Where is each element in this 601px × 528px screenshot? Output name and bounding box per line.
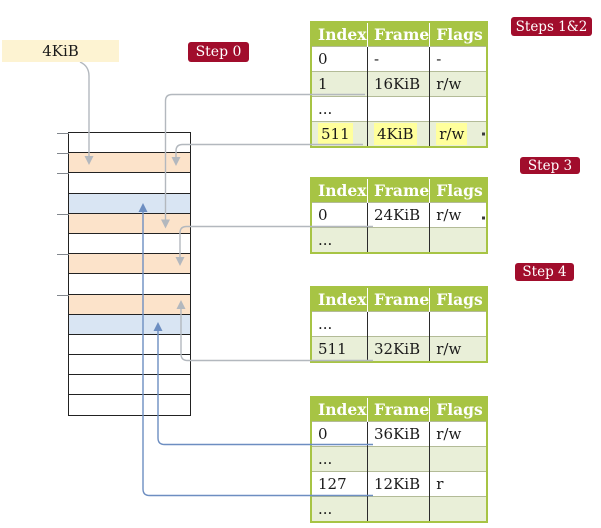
table-cell: ...: [311, 311, 368, 337]
table-cell: 511: [311, 336, 368, 362]
page-size-label: 4KiB: [42, 42, 79, 60]
column-header-frame: Frame: [366, 287, 430, 312]
table-cell: [366, 96, 430, 122]
column-header-index: Index: [311, 22, 368, 47]
table-cell: r/w: [429, 202, 488, 228]
table-cell: [429, 227, 488, 253]
memory-row-white: [69, 355, 190, 376]
highlighted-value: 4KiB: [374, 123, 417, 145]
table-cell: 127: [311, 471, 368, 497]
table-cell: 511: [311, 121, 368, 147]
table-cell: 24KiB: [366, 202, 430, 228]
memory-tick: [57, 173, 69, 175]
column-header-index: Index: [311, 287, 368, 312]
table-cell: 4KiB: [366, 121, 430, 147]
table-cell: ...: [311, 496, 368, 522]
column-header-flags: Flags: [429, 397, 488, 422]
column-header-frame: Frame: [366, 22, 430, 47]
table-row: ...: [311, 446, 488, 472]
memory-row-blue: [69, 314, 190, 335]
table-cell: r/w: [429, 71, 488, 97]
highlighted-value: 511: [318, 123, 353, 145]
table-cell: [429, 446, 488, 472]
step-4-label: Step 4: [522, 264, 567, 280]
table-cell: [366, 496, 430, 522]
memory-row-orange: [69, 153, 190, 174]
column-header-frame: Frame: [366, 178, 430, 203]
step-3-badge: Step 3: [520, 157, 580, 174]
table-cell: [429, 496, 488, 522]
table-cell: -: [429, 46, 488, 72]
table-cell: ...: [311, 227, 368, 253]
table-cell: 0: [311, 202, 368, 228]
table-cell: r: [429, 471, 488, 497]
table-cell: 36KiB: [366, 421, 430, 447]
table-row: ...: [311, 227, 488, 253]
table-cell: [366, 311, 430, 337]
table-row: ...: [311, 496, 488, 522]
column-header-flags: Flags: [429, 22, 488, 47]
table-cell: r/w: [429, 421, 488, 447]
table-cell: r/w: [429, 336, 488, 362]
table-cell: ...: [311, 96, 368, 122]
table-row: ...: [311, 311, 488, 337]
table-cell: [366, 227, 430, 253]
table-cell: 1: [311, 71, 368, 97]
table-cell: 12KiB: [366, 471, 430, 497]
table-cell: [366, 446, 430, 472]
table-cell: 0: [311, 421, 368, 447]
memory-row-white: [69, 233, 190, 255]
memory-row-blue: [69, 193, 190, 214]
memory-tick: [57, 213, 69, 215]
memory-row-white: [69, 173, 190, 194]
memory-column: [68, 132, 191, 416]
highlighted-value: r/w: [436, 123, 468, 145]
memory-row-orange: [69, 213, 190, 234]
memory-row-white: [69, 395, 190, 415]
memory-row-orange: [69, 254, 190, 275]
memory-row-orange: [69, 294, 190, 315]
memory-row-white: [69, 133, 190, 154]
step-0-badge: Step 0: [188, 42, 249, 62]
column-header-flags: Flags: [429, 178, 488, 203]
table-cell: 0: [311, 46, 368, 72]
column-header-index: Index: [311, 178, 368, 203]
steps-1-2-label: Steps 1&2: [515, 18, 588, 35]
memory-tick: [57, 254, 69, 256]
column-header-frame: Frame: [366, 397, 430, 422]
memory-row-white: [69, 274, 190, 295]
memory-row-white: [69, 334, 190, 356]
table-cell: r/w: [429, 121, 488, 147]
table-cell: [429, 311, 488, 337]
memory-tick: [57, 294, 69, 296]
table-cell: [429, 96, 488, 122]
page-size-box: 4KiB: [2, 40, 119, 62]
step-0-label: Step 0: [195, 44, 242, 60]
column-header-index: Index: [311, 397, 368, 422]
table-row: ...: [311, 96, 488, 122]
table-cell: 16KiB: [366, 71, 430, 97]
table-cell: ...: [311, 446, 368, 472]
memory-tick: [57, 153, 69, 155]
column-header-flags: Flags: [429, 287, 488, 312]
steps-1-2-badge: Steps 1&2: [511, 17, 592, 36]
table-row: 0--: [311, 46, 488, 72]
step-3-label: Step 3: [527, 157, 573, 174]
step-4-badge: Step 4: [515, 263, 574, 281]
memory-row-white: [69, 375, 190, 396]
table-cell: -: [366, 46, 430, 72]
memory-tick: [57, 133, 69, 134]
table-cell: 32KiB: [366, 336, 430, 362]
table-row: 511 4KiB r/w: [311, 121, 488, 147]
